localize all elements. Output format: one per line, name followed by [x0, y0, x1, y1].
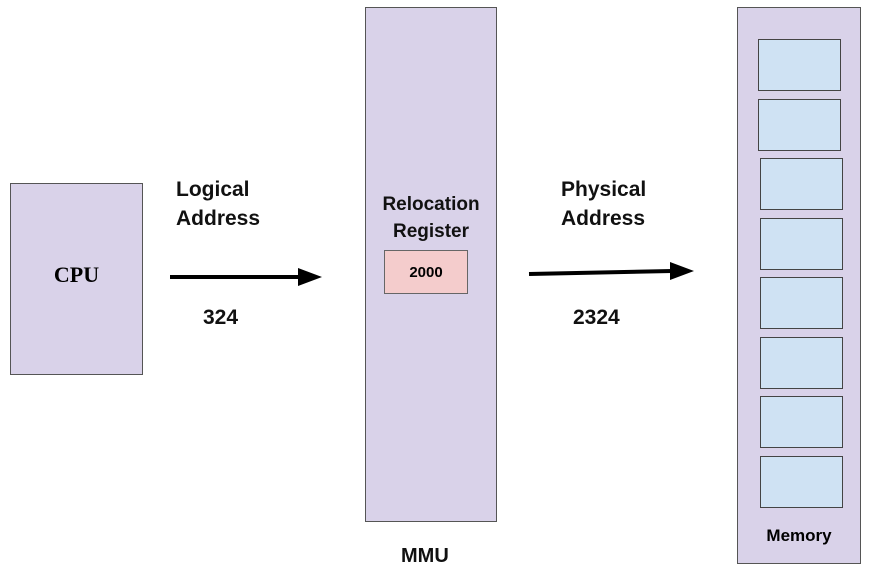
physical-address-value: 2324 — [573, 306, 620, 329]
memory-slot — [758, 99, 841, 151]
logical-address-arrow — [170, 268, 322, 286]
mmu-label: MMU — [401, 545, 449, 567]
physical-address-label: Physical Address — [561, 178, 647, 230]
memory-slot — [760, 337, 843, 389]
memory-slot — [760, 218, 843, 270]
relocation-register-label: Relocation Register — [382, 194, 480, 242]
mmu-box: Relocation Register 2000 — [365, 7, 497, 522]
cpu-box: CPU — [10, 183, 143, 375]
memory-label: Memory — [766, 526, 832, 545]
logical-address-value: 324 — [203, 306, 239, 329]
memory-slot — [760, 277, 843, 329]
memory-box: Memory — [737, 7, 861, 564]
physical-address-arrow — [528, 262, 694, 280]
memory-slot — [760, 158, 843, 210]
memory-slot — [758, 39, 841, 91]
cpu-label: CPU — [53, 262, 100, 287]
memory-slot — [760, 456, 843, 508]
memory-slot — [760, 396, 843, 448]
relocation-register-value: 2000 — [384, 250, 468, 294]
logical-address-label: Logical Address — [176, 178, 261, 230]
